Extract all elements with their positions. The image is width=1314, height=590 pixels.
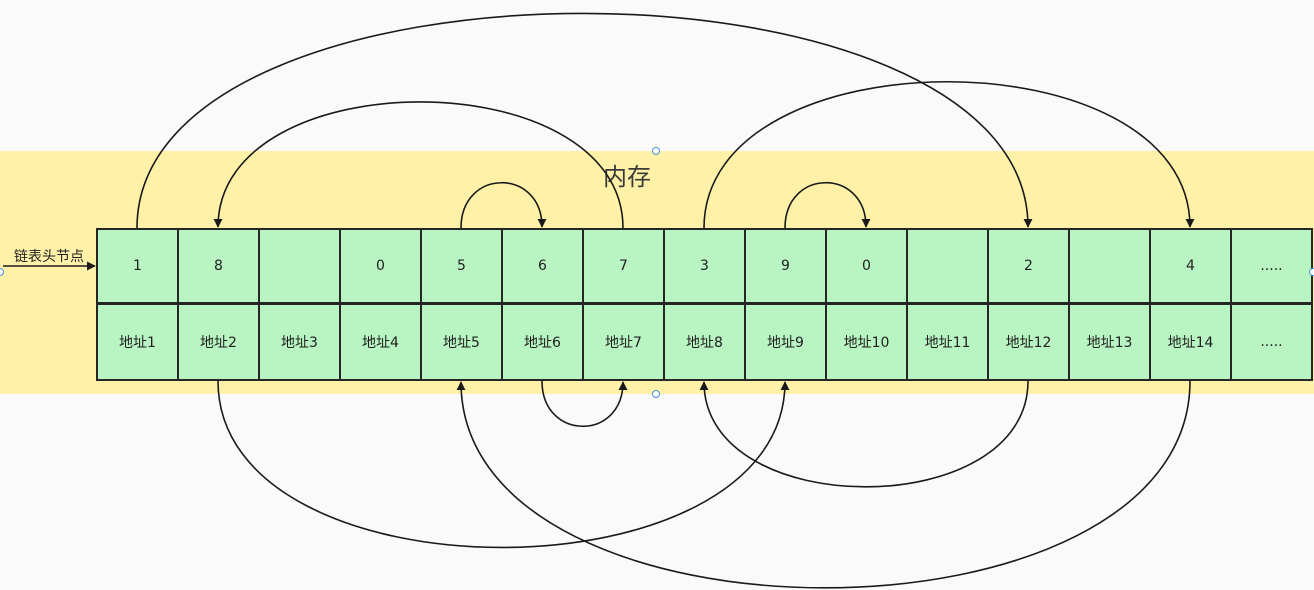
pointer-arrow: [213, 101, 624, 229]
address-cell: 地址5: [420, 303, 503, 381]
memory-title: 内存: [603, 163, 651, 191]
pointer-arrow: [136, 12, 1033, 229]
value-cell: [258, 228, 341, 304]
address-cell: 地址9: [744, 303, 827, 381]
selection-handle-right[interactable]: [1309, 268, 1314, 276]
value-cell: .....: [1230, 228, 1313, 304]
address-cell: 地址11: [906, 303, 989, 381]
value-cell: 5: [420, 228, 503, 304]
address-cell: 地址1: [96, 303, 179, 381]
address-cell: 地址7: [582, 303, 665, 381]
address-cell: .....: [1230, 303, 1313, 381]
pointer-arrow: [784, 182, 871, 229]
address-cell: 地址6: [501, 303, 584, 381]
pointer-arrow: [460, 182, 547, 229]
value-cell: 3: [663, 228, 746, 304]
address-cell: 地址14: [1149, 303, 1232, 381]
value-cell: [1068, 228, 1151, 304]
address-cell: 地址10: [825, 303, 908, 381]
address-cell: 地址4: [339, 303, 422, 381]
selection-handle-bottom[interactable]: [652, 390, 660, 398]
value-cell: 0: [825, 228, 908, 304]
address-cell: 地址12: [987, 303, 1070, 381]
value-cell: 2: [987, 228, 1070, 304]
list-head-label: 链表头节点: [14, 249, 84, 265]
value-cell: 9: [744, 228, 827, 304]
pointer-arrow: [699, 380, 1029, 488]
address-cell: 地址13: [1068, 303, 1151, 381]
pointer-arrow: [703, 80, 1195, 229]
value-cell: 8: [177, 228, 260, 304]
pointer-arrow: [217, 380, 790, 549]
pointer-arrow: [541, 380, 628, 427]
pointer-arrow: [456, 380, 1191, 589]
value-cell: 6: [501, 228, 584, 304]
selection-handle-top[interactable]: [652, 147, 660, 155]
